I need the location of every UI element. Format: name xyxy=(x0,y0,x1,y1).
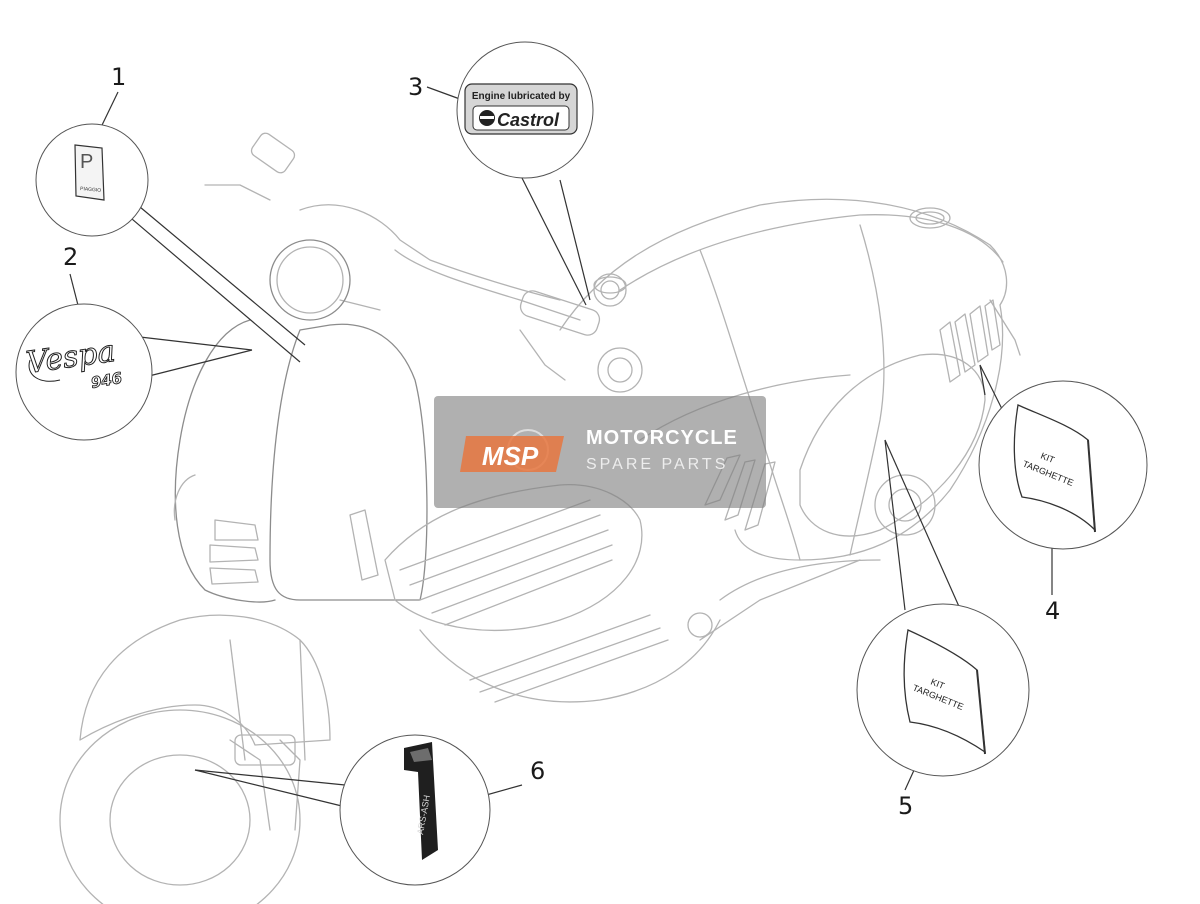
watermark-logo-text: MSP xyxy=(482,441,539,471)
detail-circle-6 xyxy=(339,734,491,886)
castrol-line2: Castrol xyxy=(497,110,560,130)
callout-5: 5 xyxy=(898,792,914,820)
castrol-line1: Engine lubricated by xyxy=(472,91,571,102)
piaggio-brand: PIAGGIO xyxy=(80,186,102,194)
leader-6-to-part-a xyxy=(194,769,346,786)
callout-6: 6 xyxy=(530,757,546,785)
leader-1-to-part-a xyxy=(139,206,306,346)
leader-2-to-part-b xyxy=(144,349,253,378)
kit-packet-5: KIT TARGHETTE xyxy=(903,629,986,755)
leader-6-to-part-b xyxy=(194,769,351,809)
msp-logo-icon: MSP xyxy=(460,429,564,472)
scooter-outline xyxy=(59,132,1021,904)
watermark-line2: SPARE PARTS xyxy=(586,456,729,473)
watermark-line1: MOTORCYCLE xyxy=(586,427,738,449)
callout-3: 3 xyxy=(408,73,424,101)
leader-3-to-part-b xyxy=(559,179,591,301)
leader-1-to-part-b xyxy=(111,201,301,363)
ars-ash-decal: ARS-ASH xyxy=(404,742,438,860)
leader-4-to-part-a xyxy=(979,364,986,396)
kit-packet-4: KIT TARGHETTE xyxy=(1013,404,1096,533)
leader-5-to-part-b xyxy=(884,439,966,621)
piaggio-badge: P PIAGGIO xyxy=(74,144,105,201)
detail-circle-2 xyxy=(15,303,153,441)
leader-2-to-part-a xyxy=(139,336,253,351)
vespa-946-decal: Vespa 946 xyxy=(24,333,124,392)
castrol-label: Engine lubricated by Castrol xyxy=(464,83,578,135)
callout-2: 2 xyxy=(63,243,79,271)
leader-4-to-part-b xyxy=(979,364,1006,416)
callout-4: 4 xyxy=(1045,597,1061,625)
callout-1: 1 xyxy=(111,63,127,91)
leader-3-to-part-a xyxy=(521,177,587,306)
leader-5-to-part-a xyxy=(884,439,906,611)
watermark: MSP MOTORCYCLE SPARE PARTS xyxy=(434,396,766,508)
piaggio-letter: P xyxy=(80,151,93,173)
